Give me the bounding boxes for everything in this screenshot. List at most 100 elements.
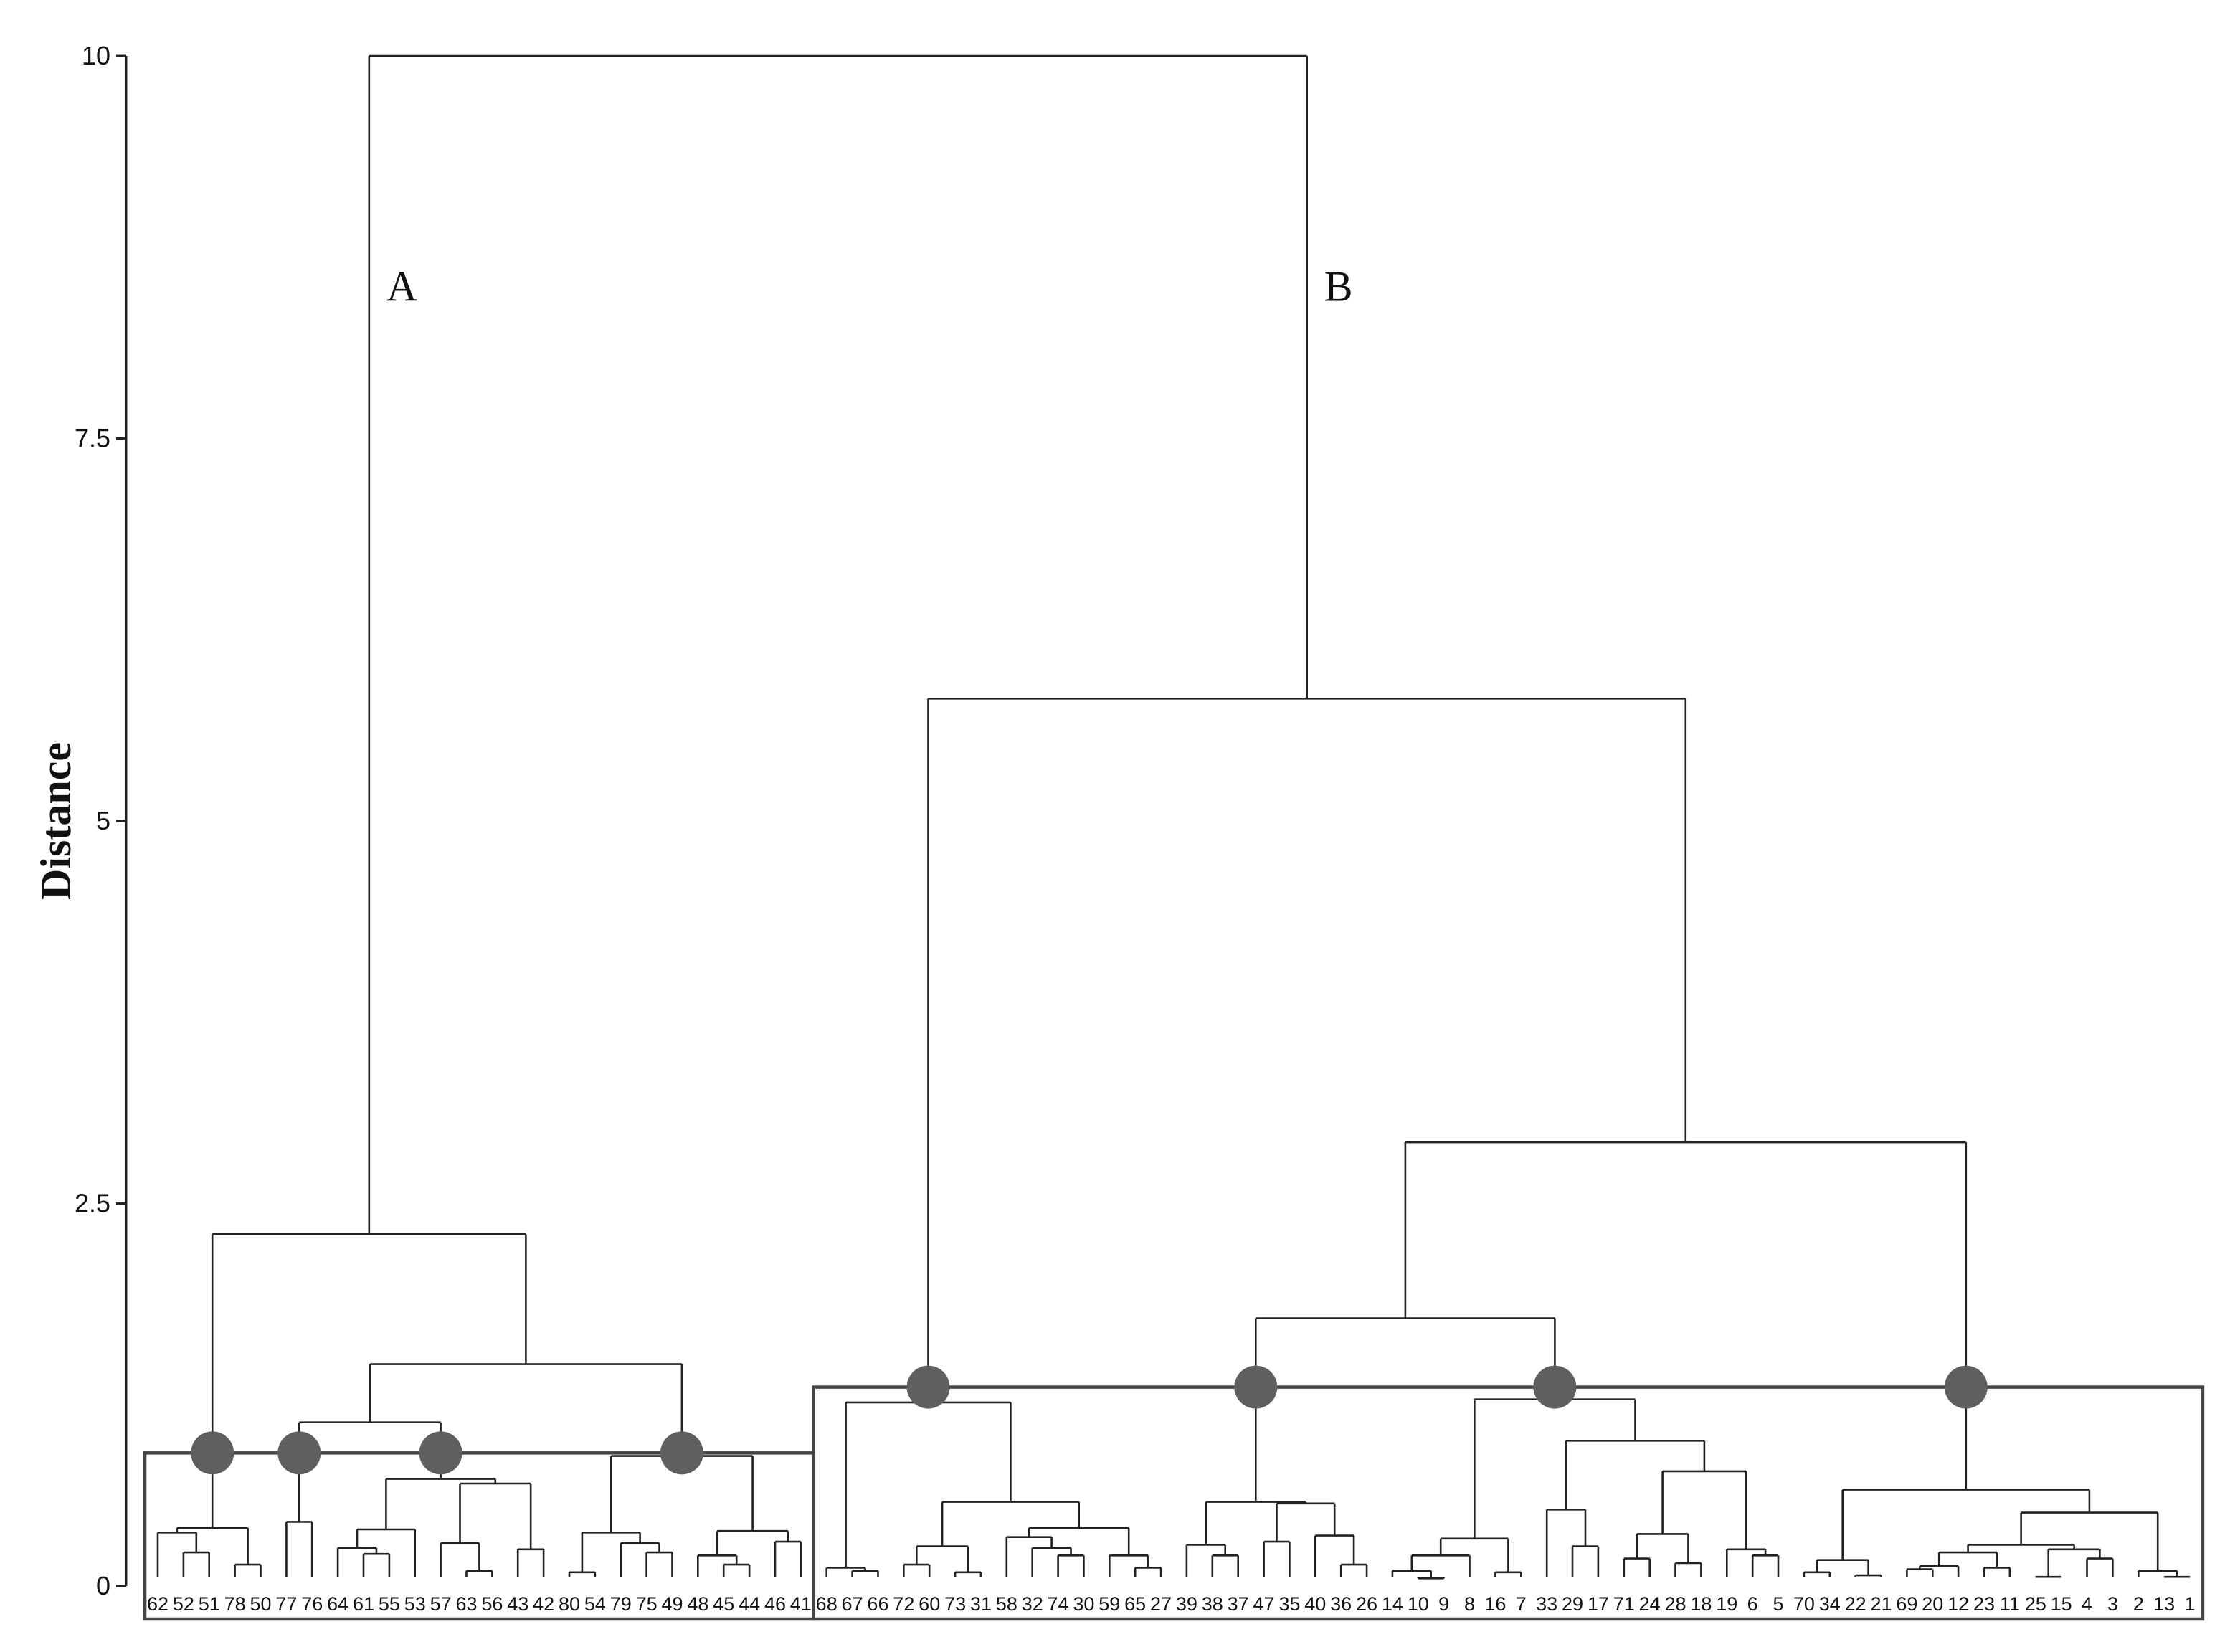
dendrogram-merge (1474, 1398, 1636, 1539)
leaf-label: 25 (2025, 1593, 2046, 1615)
leaf-label: 33 (1536, 1593, 1557, 1615)
dendrogram-merge (581, 1532, 641, 1572)
dendrogram-merge (716, 1529, 789, 1556)
leaf-label: 69 (1896, 1593, 1917, 1615)
dendrogram-merge (2047, 1548, 2101, 1577)
leaf-label: 70 (1793, 1593, 1815, 1615)
dendrogram-merge (1134, 1567, 1162, 1577)
leaf-label: 37 (1228, 1593, 1249, 1615)
leaf-label: 57 (430, 1593, 452, 1615)
dendrogram-merge (1314, 1534, 1355, 1577)
leaf-label: 40 (1304, 1593, 1326, 1615)
dendrogram-merge (516, 1548, 545, 1577)
dendrogram-merge (1726, 1548, 1767, 1577)
leaf-label: 64 (327, 1593, 348, 1615)
leaf-label: 17 (1588, 1593, 1609, 1615)
leaf-label: 67 (842, 1593, 863, 1615)
y-tick-label: 0 (96, 1571, 110, 1600)
dendrogram-merge (182, 1551, 210, 1577)
leaf-label: 6 (1747, 1593, 1758, 1615)
leaf-label: 8 (1464, 1593, 1475, 1615)
leaf-label: 15 (2051, 1593, 2072, 1615)
dendrogram-merge (1109, 1554, 1149, 1577)
leaf-label: 29 (1562, 1593, 1583, 1615)
leaf-label: 35 (1278, 1593, 1300, 1615)
dendrogram-merge (825, 1567, 866, 1577)
leaf-label: 34 (1819, 1593, 1841, 1615)
dendrogram-merge (1255, 1317, 1556, 1502)
leaf-label: 1 (2184, 1593, 2195, 1615)
y-axis-label: Distance (32, 742, 80, 900)
dendrogram-merge (1983, 1567, 2011, 1577)
dendrogram-merge (1211, 1554, 1239, 1577)
dendrogram-merge (2086, 1557, 2114, 1577)
leaf-label: 45 (713, 1593, 734, 1615)
dendrogram-merge (1906, 1568, 1934, 1577)
leaf-label: 75 (636, 1593, 658, 1615)
leaf-label: 61 (353, 1593, 374, 1615)
leaf-label: 52 (173, 1593, 194, 1615)
leaf-label: 28 (1665, 1593, 1686, 1615)
leaf-label: 11 (2000, 1593, 2020, 1615)
leaf-label: 74 (1048, 1593, 1069, 1615)
leaf-label: 47 (1253, 1593, 1275, 1615)
dendrogram-merge (1674, 1562, 1702, 1577)
dendrogram-merge (1205, 1501, 1307, 1545)
cluster-cut-dot (1944, 1365, 1988, 1409)
dendrogram-merge (697, 1554, 738, 1577)
leaf-label: 7 (1516, 1593, 1527, 1615)
leaf-label: 55 (379, 1593, 400, 1615)
dendrogram-merge (916, 1545, 969, 1572)
dendrogram-merge (568, 1571, 597, 1577)
leaf-label: 63 (455, 1593, 477, 1615)
leaf-label: 30 (1073, 1593, 1094, 1615)
leaf-label: 3 (2107, 1593, 2118, 1615)
dendrogram-merge (440, 1542, 480, 1577)
dendrogram-merge (368, 54, 1308, 1235)
dendrogram-merge (1803, 1571, 1831, 1577)
leaf-label: 76 (301, 1593, 323, 1615)
leaf-label: 56 (481, 1593, 503, 1615)
leaf-label: 21 (1870, 1593, 1892, 1615)
leaf-label: 2 (2133, 1593, 2144, 1615)
dendrogram-merge (385, 1478, 497, 1529)
y-tick-label: 10 (82, 41, 110, 70)
dendrogram-merge (298, 1421, 442, 1522)
leaf-label: 12 (1947, 1593, 1969, 1615)
leaf-label: 50 (250, 1593, 271, 1615)
clade-label: A (386, 262, 417, 310)
dendrogram-merge (336, 1547, 378, 1577)
cut-markers (191, 1365, 1988, 1475)
leaf-label: 79 (610, 1593, 632, 1615)
leaf-label: 36 (1330, 1593, 1352, 1615)
cluster-cut-dot (660, 1431, 703, 1475)
leaf-label: 77 (275, 1593, 297, 1615)
leaf-label: 16 (1484, 1593, 1506, 1615)
dendrogram-merge (1565, 1440, 1706, 1510)
leaf-label: 73 (944, 1593, 966, 1615)
leaf-label: 49 (661, 1593, 683, 1615)
cluster-cut-dot (419, 1431, 462, 1475)
leaf-label: 62 (147, 1593, 169, 1615)
dendrogram-merge (1494, 1571, 1522, 1577)
dendrogram-merge (362, 1552, 391, 1577)
leaf-label: 14 (1382, 1593, 1403, 1615)
leaf-label: 32 (1022, 1593, 1043, 1615)
dendrogram-merge (1057, 1554, 1085, 1577)
dendrogram-merge (1404, 1141, 1968, 1490)
dendrogram-merge (620, 1542, 660, 1577)
leaf-label: 80 (559, 1593, 580, 1615)
dendrogram-merge (1005, 1536, 1053, 1577)
dendrogram-merge (1339, 1563, 1368, 1577)
leaf-label: 54 (584, 1593, 606, 1615)
leaf-label: 5 (1773, 1593, 1784, 1615)
dendrogram-merge (1391, 1570, 1432, 1579)
leaf-label: 72 (893, 1593, 914, 1615)
dendrogram-merge (285, 1521, 313, 1577)
dendrogram-merge (459, 1482, 532, 1549)
leaf-label: 27 (1150, 1593, 1172, 1615)
dendrogram-merge (954, 1571, 982, 1577)
leaf-label: 65 (1124, 1593, 1146, 1615)
